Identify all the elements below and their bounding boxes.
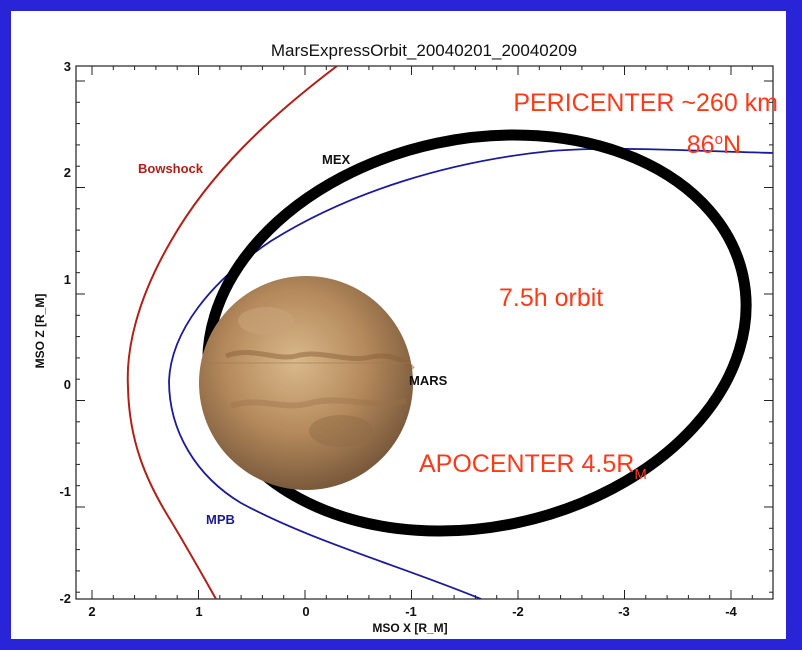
- latitude-annotation: 86oN: [687, 131, 741, 159]
- bowshock-curve: [126, 66, 338, 599]
- y-tick-label: 3: [64, 59, 71, 74]
- apocenter-subscript: M: [634, 466, 647, 483]
- mpb-label: MPB: [206, 512, 235, 527]
- pericenter-annotation: PERICENTER ~260 km: [513, 89, 778, 117]
- x-tick-labels: 2 1 0 -1 -2 -3 -4: [88, 604, 737, 619]
- y-axis-title: MSO Z [R_M]: [33, 294, 47, 369]
- x-axis-title: MSO X [R_M]: [372, 621, 447, 635]
- y-tick-labels: 3 2 1 0 -1 -2: [59, 59, 71, 606]
- plot-title: MarsExpressOrbit_20040201_20040209: [271, 41, 577, 60]
- apocenter-annotation: APOCENTER 4.5RM: [419, 450, 647, 483]
- x-tick-label: 0: [302, 604, 309, 619]
- mars-globe: [199, 276, 415, 490]
- mars-label: MARS: [409, 373, 448, 388]
- y-tick-label: 1: [64, 272, 71, 287]
- x-tick-label: -1: [405, 604, 417, 619]
- x-tick-label: -3: [618, 604, 630, 619]
- latitude-degree: o: [715, 131, 723, 148]
- mex-label: MEX: [322, 152, 351, 167]
- x-tick-label: 2: [88, 604, 95, 619]
- y-tick-label: 2: [64, 165, 71, 180]
- orbit-period-annotation: 7.5h orbit: [499, 284, 603, 312]
- plot-frame: [75, 65, 774, 600]
- y-tick-label: -2: [59, 591, 71, 606]
- latitude-direction: N: [723, 131, 741, 159]
- y-tick-label: -1: [59, 484, 71, 499]
- y-tick-label: 0: [64, 377, 71, 392]
- x-tick-label: -2: [512, 604, 524, 619]
- x-tick-label: 1: [195, 604, 202, 619]
- x-tick-label: -4: [725, 604, 737, 619]
- latitude-value: 86: [687, 131, 715, 159]
- orbit-figure: MarsExpressOrbit_20040201_20040209 2 1 0…: [33, 41, 778, 635]
- plot-panel: MarsExpressOrbit_20040201_20040209 2 1 0…: [11, 11, 786, 639]
- bowshock-label: Bowshock: [138, 161, 204, 176]
- apocenter-text: APOCENTER 4.5R: [419, 450, 634, 478]
- mpb-curve: [168, 147, 773, 599]
